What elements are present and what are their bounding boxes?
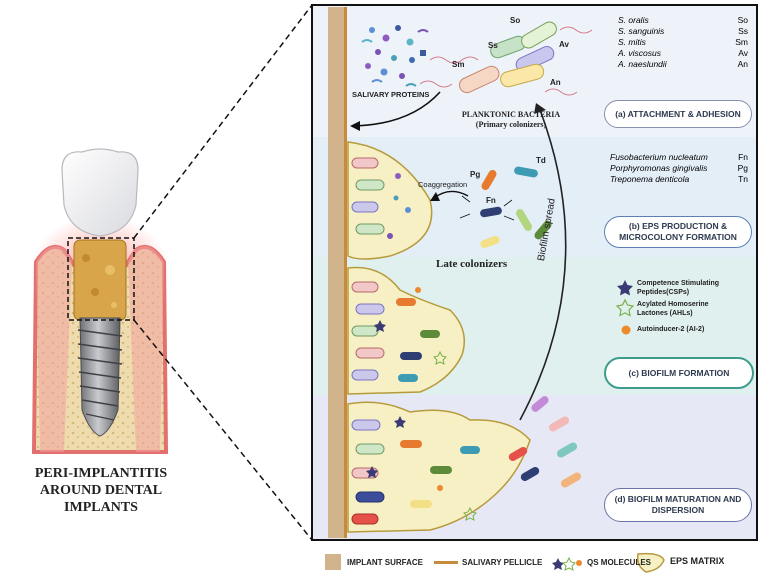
legend-eps-label: EPS MATRIX (670, 556, 725, 566)
legend-implant-label: IMPLANT SURFACE (347, 558, 423, 567)
tag-av: Av (559, 40, 569, 49)
species-name: S. oralis (618, 15, 649, 25)
legend-qs-csp-icon (552, 558, 564, 570)
legend-implant-swatch (325, 554, 341, 570)
species-row: Fusobacterium nucleatum Fn (610, 152, 748, 163)
species-abbr: Fn (738, 152, 748, 162)
species-row: S. sanguinis Ss (618, 26, 748, 37)
tag-td: Td (536, 156, 546, 165)
csp-legend-text: Competence Stimulating Peptides(CSPs) (637, 279, 719, 297)
species-name: S. mitis (618, 37, 646, 47)
eps-biofilm (347, 266, 465, 395)
planktonic-title: PLANKTONIC BACTERIA (461, 110, 561, 119)
stage-a-pill: (a) ATTACHMENT & ADHESION (604, 100, 752, 128)
late-species-list: Fusobacterium nucleatum Fn Porphyromonas… (610, 152, 748, 185)
stage-b-label-line2: MICROCOLONY FORMATION (619, 232, 737, 242)
tag-sm: Sm (452, 60, 465, 69)
biofilm-cells (351, 281, 440, 382)
stage-d-label-line2: DISPERSION (651, 505, 705, 515)
tag-fn: Fn (486, 196, 496, 205)
attachment-arrow (351, 91, 441, 127)
species-name: A. viscosus (618, 48, 661, 58)
species-name: Treponema denticola (610, 174, 690, 184)
species-abbr: So (737, 15, 748, 25)
ahl-line1: Acylated Homoserine (637, 301, 709, 308)
species-row: A. naeslundii An (618, 59, 748, 70)
species-name: S. sanguinis (618, 26, 665, 36)
zoom-line-bottom (133, 319, 313, 541)
legend-pellicle-label: SALIVARY PELLICLE (462, 558, 543, 567)
salivary-proteins-cluster (361, 25, 429, 87)
ahl-line2: Lactones (AHLs) (637, 310, 693, 317)
species-abbr: Ss (738, 26, 748, 36)
ai2-dot-icon (621, 325, 631, 335)
species-row: A. viscosus Av (618, 48, 748, 59)
crown (61, 148, 139, 237)
tag-so: So (510, 16, 521, 25)
implant-illustration (30, 4, 313, 541)
stage-a-label: (a) ATTACHMENT & ADHESION (615, 108, 741, 119)
legend-qs-ai2-icon (576, 560, 582, 566)
qs-molecules (366, 287, 477, 521)
implant-surface (328, 7, 344, 538)
legend-eps-icon (636, 552, 665, 573)
implant-screw (79, 317, 121, 437)
species-row: S. oralis So (618, 15, 748, 26)
panel-border (311, 4, 758, 541)
ahl-star-icon (615, 298, 635, 317)
stage-c-pill: (c) BIOFILM FORMATION (604, 357, 754, 389)
stage-c-label: (c) BIOFILM FORMATION (628, 367, 730, 378)
zoom-box (67, 237, 135, 321)
stage-b-label-line1: (b) EPS PRODUCTION & (628, 221, 728, 232)
ahl-legend-text: Acylated Homoserine Lactones (AHLs) (637, 300, 709, 318)
species-abbr: Tn (738, 174, 748, 184)
stage-d-pill: (d) BIOFILM MATURATION AND DISPERSION (604, 488, 752, 522)
microcolony-cells (351, 157, 411, 239)
planktonic-bacteria (419, 21, 593, 96)
biofilm-spread-arrow (519, 109, 567, 421)
biofilm-abutment (73, 239, 127, 321)
dispersing-cells (508, 396, 582, 488)
late-colonizer-cells (459, 166, 552, 249)
salivary-pellicle (344, 7, 347, 538)
late-colonizers-label: Late colonizers (436, 258, 508, 270)
species-name: A. naeslundii (618, 59, 667, 69)
mature-biofilm-cells (351, 419, 480, 525)
species-row: S. mitis Sm (618, 37, 748, 48)
species-abbr: An (737, 59, 748, 69)
stage-b-pill: (b) EPS PRODUCTION & MICROCOLONY FORMATI… (604, 216, 752, 248)
attachment-arrowhead (350, 121, 360, 131)
legend-qs-label: QS MOLECULES (587, 558, 652, 567)
legend-pellicle-swatch (434, 561, 458, 564)
species-row: Porphyromonas gingivalis Pg (610, 163, 748, 174)
csp-line1: Competence Stimulating (637, 280, 720, 287)
coaggregation-label: Coaggregation (418, 180, 468, 189)
species-row: Treponema denticola Tn (610, 174, 748, 185)
tag-an: An (550, 78, 561, 87)
gum-right (128, 246, 164, 452)
left-title: PERI-IMPLANTITIS AROUND DENTAL IMPLANTS (34, 466, 168, 515)
zoom-line-top (133, 4, 313, 239)
species-abbr: Pg (737, 163, 748, 173)
coaggregation-arrowhead (430, 192, 440, 201)
tag-ss: Ss (488, 41, 498, 50)
ai2-legend-text: Autoinducer-2 (AI-2) (637, 326, 705, 333)
biofilm-spread-arrowhead (534, 103, 546, 114)
stage-d-label-line1: (d) BIOFILM MATURATION AND (614, 494, 742, 505)
salivary-proteins-label: SALIVARY PROTEINS (352, 90, 430, 99)
csp-star-icon (617, 280, 633, 296)
species-abbr: Av (738, 48, 748, 58)
species-name: Porphyromonas gingivalis (610, 163, 708, 173)
csp-line2: Peptides(CSPs) (637, 289, 690, 296)
species-abbr: Sm (735, 37, 748, 47)
tag-pg: Pg (470, 170, 481, 179)
screw-threads (77, 329, 123, 421)
legend-qs-ahl-icon (562, 556, 576, 571)
gum-left (36, 246, 72, 452)
primary-species-list: S. oralis So S. sanguinis Ss S. mitis Sm… (618, 15, 748, 70)
species-name: Fusobacterium nucleatum (610, 152, 708, 162)
planktonic-subtitle: (Primary colonizers) (475, 120, 547, 129)
